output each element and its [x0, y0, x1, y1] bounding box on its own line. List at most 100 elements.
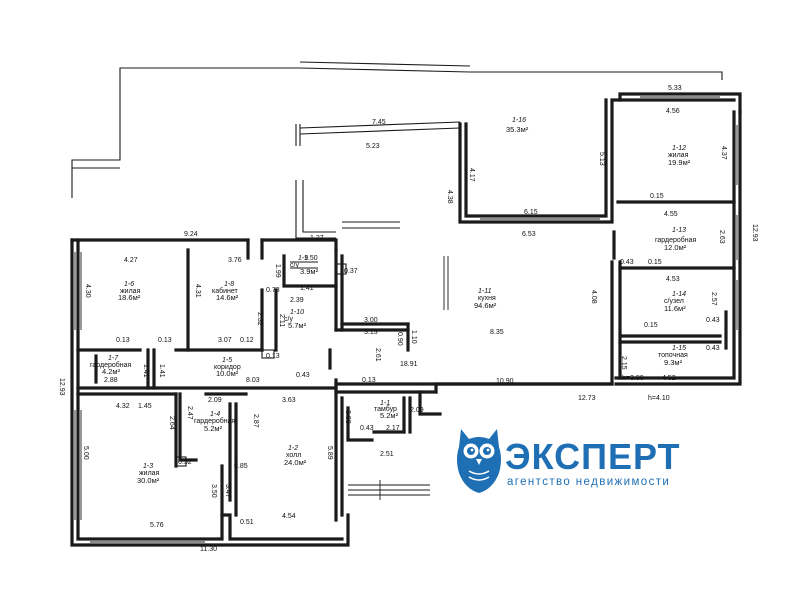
dimension-label: 4.08: [590, 290, 597, 304]
dimension-label: 7.45: [372, 119, 386, 126]
dimension-label: 0.13: [266, 353, 280, 360]
room-labels: 1-16 35.3м² 1-12 жилая 19.9м² 1-13 гарде…: [90, 117, 697, 485]
room-1-14: 1-14 с/узел 11.6м²: [664, 291, 686, 313]
dimension-label: 0.43: [360, 425, 374, 432]
room-area: 19.9м²: [668, 158, 691, 167]
dimension-label: 1.45: [138, 403, 152, 410]
dimension-label: 1.41: [142, 364, 149, 378]
dimension-label: 5.76: [150, 522, 164, 529]
dimension-label: 4.38: [446, 190, 453, 204]
dimension-label: 4.56: [666, 108, 680, 115]
dimension-label: 1.41: [158, 364, 165, 378]
dimension-label: 2.64: [168, 416, 175, 430]
dimension-label: 4.27: [124, 257, 138, 264]
room-number: 1-5: [222, 357, 232, 364]
dimension-label: 0.13: [158, 337, 172, 344]
dimension-label: 4.53: [666, 276, 680, 283]
door-marks: [175, 261, 347, 467]
dimension-label: 0.73: [266, 287, 280, 294]
room-name: жилая: [668, 152, 689, 159]
logo-subtitle: агентство недвижимости: [507, 476, 671, 488]
dimension-labels: 5.33 7.45 5.23 4.56 6.15 6.53 4.38 4.17 …: [58, 85, 758, 553]
dimension-label: 4.54: [282, 513, 296, 520]
dimension-label: 3.50: [210, 484, 217, 498]
walls: [70, 92, 742, 547]
room-1-2: 1-2 холл 24.0м²: [284, 445, 307, 467]
dimension-label: 1.50: [304, 255, 318, 262]
dimension-label: h=3.80: [622, 375, 644, 382]
room-name: гардеробная: [90, 361, 132, 369]
room-1-12: 1-12 жилая 19.9м²: [668, 145, 691, 167]
dimension-label: 12.93: [751, 224, 758, 242]
dimension-label: 0.15: [650, 193, 664, 200]
dimension-label: 1.41: [300, 285, 314, 292]
room-number: 1-3: [143, 463, 153, 470]
room-name: гардеробная: [194, 417, 236, 425]
room-number: 1-8: [224, 281, 234, 288]
room-number: 1-14: [672, 291, 686, 298]
room-1-15: 1-15 топочная 9.3м²: [658, 345, 688, 367]
room-area: 14.6м²: [216, 293, 239, 302]
dimension-label: 5.89: [326, 446, 333, 460]
dimension-label: 3.63: [282, 397, 296, 404]
dimension-label: 3.00: [364, 317, 378, 324]
owl-icon: [457, 429, 501, 493]
room-1-16: 1-16 35.3м²: [506, 117, 529, 134]
room-number: 1-10: [290, 309, 304, 316]
dimension-label: 1.99: [274, 264, 281, 278]
room-number: 1-16: [512, 117, 526, 124]
dimension-label: 0.90: [396, 332, 403, 346]
room-1-1: 1-1 тамбур 5.2м²: [374, 400, 399, 420]
dimension-label: 3.47: [224, 484, 231, 498]
dimension-label: 4.37: [720, 146, 727, 160]
dimension-label: 9.24: [184, 231, 198, 238]
dimension-label: h=4.10: [648, 395, 670, 402]
dimension-label: 4.30: [84, 284, 91, 298]
dimension-label: 2.88: [104, 377, 118, 384]
dimension-label: 12.73: [578, 395, 596, 402]
dimension-label: 4.52: [662, 375, 676, 382]
dimension-label: 0.37: [344, 268, 358, 275]
room-1-3: 1-3 жилая 30.0м²: [137, 463, 160, 485]
room-name: гардеробная: [655, 236, 697, 244]
dimension-label: 2.15: [620, 356, 627, 370]
dimension-label: 0.43: [296, 372, 310, 379]
dimension-label: 1.27: [310, 235, 324, 242]
room-number: 1-13: [672, 227, 686, 234]
room-area: 9.3м²: [664, 358, 683, 367]
dimension-label: 5.13: [598, 152, 605, 166]
dimension-label: 2.32: [256, 312, 263, 326]
room-number: 1-6: [124, 281, 134, 288]
room-1-8: 1-8 кабинет 14.6м²: [212, 281, 239, 302]
dimension-label: 0.43: [620, 259, 634, 266]
dimension-label: 0.15: [648, 259, 662, 266]
dimension-label: 5.33: [668, 85, 682, 92]
dimension-label: 0.15: [644, 322, 658, 329]
room-name: кабинет: [212, 287, 239, 295]
dimension-label: 6.53: [522, 231, 536, 238]
room-name: коридор: [214, 364, 241, 371]
room-1-10: 1-10 с/у 5.7м²: [284, 309, 307, 330]
room-name: топочная: [658, 352, 688, 359]
windows: [74, 96, 738, 543]
room-area: 3.9м²: [300, 267, 319, 276]
room-area: 94.6м²: [474, 301, 497, 310]
dimension-label: 0.51: [240, 519, 254, 526]
room-number: 1-2: [288, 445, 298, 452]
dimension-label: 1.10: [410, 330, 417, 344]
room-area: 12.0м²: [664, 243, 687, 252]
dimension-label: 12.93: [58, 378, 65, 396]
room-number: 1-9: [298, 255, 308, 262]
logo-wordmark: ЭКСПЕРТ: [505, 436, 681, 477]
dimension-label: 3.13: [364, 329, 378, 336]
room-area: 5.7м²: [288, 321, 307, 330]
dimension-label: 11.30: [200, 546, 217, 553]
dimension-label: 2.87: [252, 414, 259, 428]
dimension-label: 8.03: [246, 377, 260, 384]
room-1-9: 1-9 с/у 3.9м²: [290, 255, 319, 276]
room-1-13: 1-13 гардеробная 12.0м²: [655, 227, 697, 252]
dimension-label: 2.39: [290, 297, 304, 304]
room-area: 5.2м²: [380, 411, 399, 420]
room-number: 1-12: [672, 145, 686, 152]
